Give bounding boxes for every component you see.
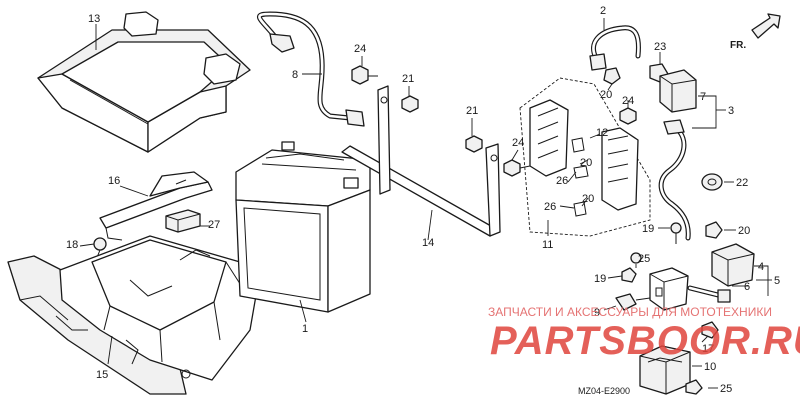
callout-7: 7	[700, 91, 706, 103]
nut-21-upper	[401, 95, 419, 113]
callout-5: 5	[774, 275, 780, 287]
grommet-22	[701, 173, 723, 191]
callout-14: 14	[422, 237, 434, 249]
bolt-24-middle	[503, 159, 531, 177]
fuse-box-11	[519, 77, 651, 237]
callout-20-lower: 20	[582, 193, 594, 205]
terminal-9	[615, 293, 651, 311]
callout-19-lower: 19	[594, 273, 606, 285]
callout-17: 17	[702, 343, 714, 355]
front-direction-indicator: FR.	[730, 13, 781, 51]
relay-cover-4	[711, 243, 755, 287]
bracket-16	[99, 171, 213, 241]
bolt-25-lower	[685, 379, 703, 395]
bolt-19-upper	[670, 222, 682, 244]
callout-24-upper: 24	[354, 43, 366, 55]
callout-25-upper: 25	[638, 253, 650, 265]
callout-16: 16	[108, 175, 120, 187]
callout-9: 9	[594, 307, 600, 319]
callout-20-top: 20	[600, 89, 612, 101]
callout-20-right: 20	[738, 225, 750, 237]
callout-numbers: 13 16 27 18 15 1 8 24 21 21 14 24 11 2 2…	[66, 5, 780, 395]
front-arrow-icon	[751, 13, 781, 39]
callout-12: 12	[596, 127, 608, 139]
rubber-pad-27	[165, 209, 201, 233]
clip-20-top	[603, 67, 621, 85]
nut-21-middle	[465, 135, 483, 153]
leader-lines	[79, 18, 772, 389]
clip-20-right	[705, 221, 723, 239]
watermark: ЗАПЧАСТИ И АКСЕССУАРЫ ДЛЯ МОТОТЕХНИКИ PA…	[488, 305, 800, 363]
callout-18: 18	[66, 239, 78, 251]
battery-cover	[37, 11, 251, 153]
battery-cable-8	[256, 11, 365, 127]
battery-stay-14	[341, 85, 501, 237]
callout-23: 23	[654, 41, 666, 53]
starter-cable-2	[589, 25, 641, 71]
battery	[235, 141, 371, 313]
battery-tray	[7, 235, 259, 395]
callout-24-right: 24	[622, 95, 634, 107]
fastener-17	[701, 321, 719, 339]
watermark-logo: PARTSBOOR.RU	[490, 319, 800, 363]
callout-27: 27	[208, 219, 220, 231]
bolt-25-upper	[630, 252, 642, 264]
callout-21-upper: 21	[402, 73, 414, 85]
diagram-code: MZ04-E2900	[578, 386, 630, 396]
callout-24-middle: 24	[512, 137, 524, 149]
bolt-19-lower	[621, 267, 637, 283]
callout-25-lower: 25	[720, 383, 732, 395]
harness-3	[658, 119, 691, 241]
callout-6: 6	[744, 281, 750, 293]
callout-3: 3	[728, 105, 734, 117]
callout-1: 1	[302, 323, 308, 335]
callout-15: 15	[96, 369, 108, 381]
callout-26-lower: 26	[544, 201, 556, 213]
callout-8: 8	[292, 69, 298, 81]
watermark-caption: ЗАПЧАСТИ И АКСЕССУАРЫ ДЛЯ МОТОТЕХНИКИ	[488, 305, 772, 319]
starter-relay-5	[649, 267, 689, 311]
relay-cover-7	[659, 69, 697, 113]
callout-2: 2	[600, 5, 606, 17]
front-direction-label: FR.	[730, 40, 746, 51]
relay-wiring-6	[687, 285, 731, 303]
callout-10: 10	[704, 361, 716, 373]
callout-11: 11	[542, 239, 553, 251]
callout-20-mid: 20	[580, 157, 592, 169]
bolt-24-right	[619, 107, 637, 125]
callout-4: 4	[758, 261, 764, 273]
callout-19-upper: 19	[642, 223, 654, 235]
callout-21-middle: 21	[466, 105, 478, 117]
callout-22: 22	[736, 177, 748, 189]
bolt-24-upper	[351, 65, 378, 85]
callout-13: 13	[88, 13, 100, 25]
callout-26-upper: 26	[556, 175, 568, 187]
